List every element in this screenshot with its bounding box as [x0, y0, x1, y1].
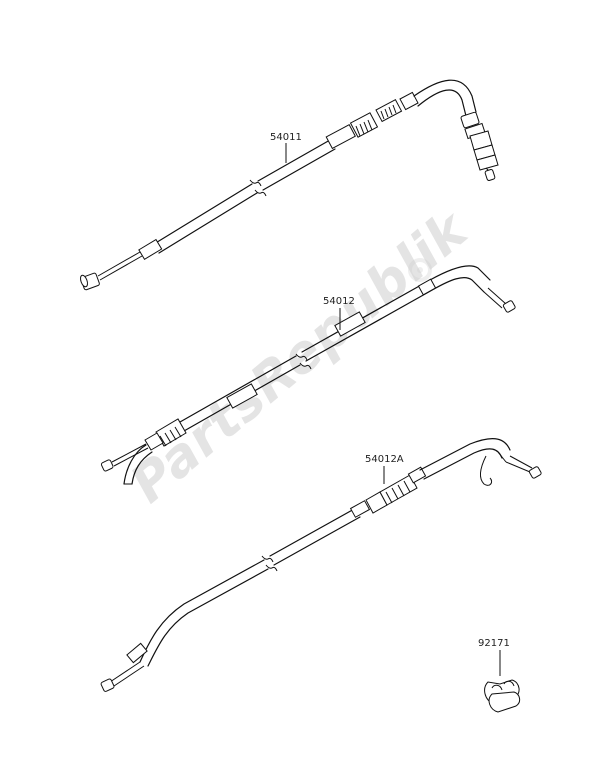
part-number-54012A: 54012A — [365, 454, 404, 465]
watermark: PartsRepublik — [120, 198, 481, 515]
clamp-92171[interactable] — [484, 679, 521, 713]
part-number-92171: 92171 — [478, 638, 510, 649]
watermark-gear-icon — [408, 258, 432, 282]
cable-54012[interactable] — [100, 265, 516, 485]
cable-54012A[interactable] — [100, 438, 542, 692]
part-number-54012: 54012 — [323, 296, 355, 307]
cable-54011[interactable] — [79, 79, 499, 291]
part-number-54011: 54011 — [270, 132, 302, 143]
